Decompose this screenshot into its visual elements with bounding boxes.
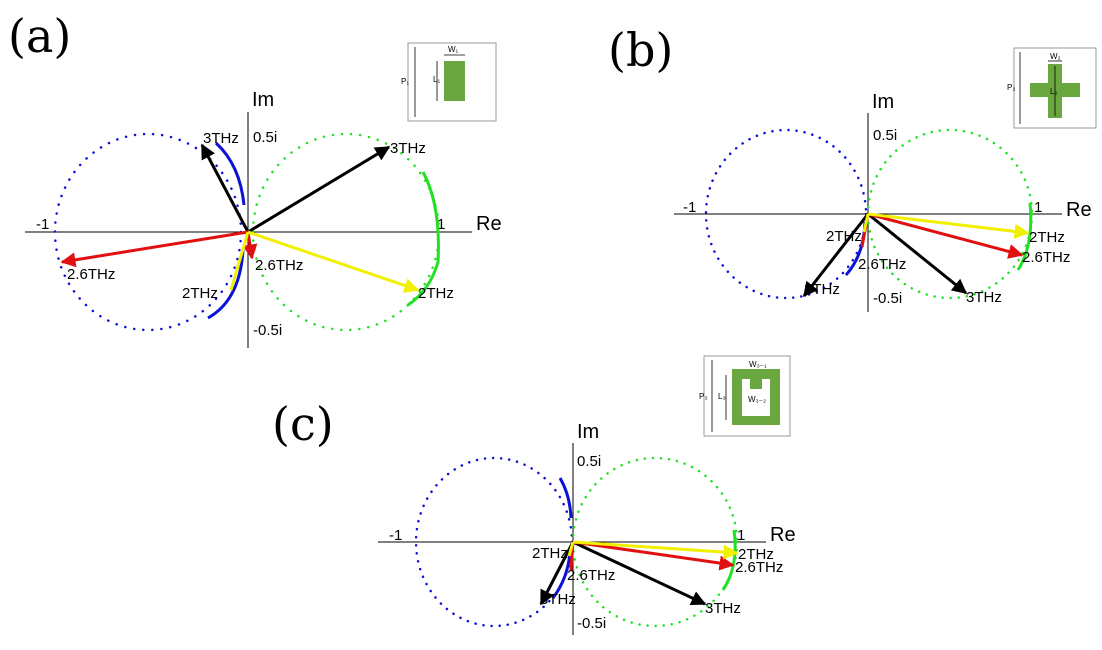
panel-a-frequency-labels: 3THz 3THz 2.6THz 2.6THz 2THz 2THz xyxy=(67,130,454,302)
panel-c-label: (c) xyxy=(272,397,334,451)
panel-a-tick-pos-real: 1 xyxy=(437,216,445,233)
panel-c-label-2thz-right: 2THz xyxy=(738,546,774,563)
panel-b-inset-p: P₂ xyxy=(1007,83,1015,92)
panel-b-label-2-6thz-center: 2.6THz xyxy=(858,256,906,273)
panel-c-vector-red-1 xyxy=(572,540,735,571)
panel-a-vector-black-2 xyxy=(247,145,391,234)
panel-b-vector-yellow-2 xyxy=(862,213,870,233)
panel-c-inset-l: L₃ xyxy=(718,392,726,401)
panel-b-tick-neg-real: -1 xyxy=(683,199,696,216)
panel-a-axis-x-name: Re xyxy=(476,213,502,235)
panel-a-unit-cell-inset: W₁ L₁ P₁ xyxy=(401,42,497,122)
panel-a-vectors xyxy=(60,143,420,293)
panel-c-tick-neg-real: -1 xyxy=(389,527,402,544)
panel-c-axis-y-name: Im xyxy=(577,421,599,443)
panel-c-split-ring-resonator xyxy=(732,369,780,425)
panel-c-axes: Re Im 1 -1 0.5i -0.5i xyxy=(378,421,796,635)
panel-b-unit-cell-inset: W₂ L₂ P₂ xyxy=(1007,47,1097,129)
panel-b-label-2-6thz-right: 2.6THz xyxy=(1022,249,1070,266)
panel-a-blue-solid-arc-lower xyxy=(207,249,245,320)
panel-a-label-2-6thz-center: 2.6THz xyxy=(255,257,303,274)
panel-c-vector-black-2 xyxy=(572,540,707,606)
panel-c: (c) Re Im 1 -1 0.5i -0.5i xyxy=(272,355,796,635)
panel-a-inset-p: P₁ xyxy=(401,77,409,86)
panel-b-label-3thz-left: 3THz xyxy=(804,281,840,298)
panel-c-label-2-6thz-right: 2.6THz xyxy=(735,559,783,576)
panel-a-label: (a) xyxy=(8,9,71,63)
panel-a-tick-neg-real: -1 xyxy=(36,216,49,233)
panel-c-tick-pos-real: 1 xyxy=(737,527,745,544)
panel-c-vector-yellow-2 xyxy=(567,541,575,557)
panel-c-blue-solid-arc-upper xyxy=(558,477,573,519)
panel-c-inset-w31: W₃₋₁ xyxy=(749,360,767,369)
panel-b-label-2thz-right: 2THz xyxy=(1029,229,1065,246)
panel-a-tick-neg-imag: -0.5i xyxy=(253,322,282,339)
panel-a-blue-solid-arc xyxy=(214,141,246,206)
panel-c-unit-cell-inset: W₃₋₁ W₃₋₂ L₃ P₃ xyxy=(699,355,791,437)
panel-a-green-solid-arc xyxy=(407,171,440,307)
panel-c-green-solid-arc xyxy=(721,529,737,591)
panel-a-inset-w: W₁ xyxy=(448,45,459,54)
panel-b-tick-neg-imag: -0.5i xyxy=(873,290,902,307)
panel-a-axis-y-name: Im xyxy=(252,89,274,111)
panel-c-tick-pos-imag: 0.5i xyxy=(577,453,601,470)
panel-b-vectors xyxy=(802,212,1030,298)
panel-a-label-3thz-left: 3THz xyxy=(203,130,239,147)
panel-a-tick-pos-imag: 0.5i xyxy=(253,129,277,146)
panel-c-label-3thz-right: 3THz xyxy=(705,600,741,617)
panel-a-vector-yellow-1 xyxy=(247,230,420,293)
panel-b-label-2thz-left: 2THz xyxy=(826,228,862,245)
panel-c-frequency-labels: 3THz 3THz 2.6THz 2.6THz 2THz 2THz xyxy=(532,545,783,617)
panel-b-green-solid-arc xyxy=(1016,202,1033,271)
panel-c-axis-x-name: Re xyxy=(770,524,796,546)
panel-c-inset-p: P₃ xyxy=(699,392,708,401)
panel-c-label-2-6thz-center: 2.6THz xyxy=(567,567,615,584)
panel-b-tick-pos-imag: 0.5i xyxy=(873,127,897,144)
panel-a: (a) Re Im 1 -1 0.5i -0.5i xyxy=(8,9,502,348)
panel-a-vector-yellow-2 xyxy=(229,231,250,291)
panel-b-vector-red-1 xyxy=(867,212,1024,259)
panel-b-vector-yellow-1 xyxy=(867,212,1030,239)
panel-b-axis-x-name: Re xyxy=(1066,199,1092,221)
panel-c-label-3thz-left: 3THz xyxy=(540,591,576,608)
panel-a-vector-black-1 xyxy=(200,143,250,233)
panel-b-axis-y-name: Im xyxy=(872,91,894,113)
panel-b-frequency-labels: 3THz 3THz 2.6THz 2.6THz 2THz 2THz xyxy=(804,228,1070,306)
panel-b-vector-black-1 xyxy=(802,213,870,298)
panel-c-blue-solid-arc-lower xyxy=(551,551,572,599)
panel-c-vectors xyxy=(539,540,739,606)
panel-a-rectangle-resonator xyxy=(444,61,465,101)
panel-a-label-2thz-right: 2THz xyxy=(418,285,454,302)
panel-b-axes: Re Im 1 -1 0.5i -0.5i xyxy=(674,91,1092,312)
panel-c-vector-yellow-1 xyxy=(572,540,739,560)
panel-a-label-2-6thz-left: 2.6THz xyxy=(67,266,115,283)
panel-a-inset-l: L₁ xyxy=(433,75,440,84)
panel-b-tick-pos-real: 1 xyxy=(1034,199,1042,216)
panel-a-label-2thz-left: 2THz xyxy=(182,285,218,302)
panel-b: (b) Re Im 1 -1 0.5i -0.5i 3TH xyxy=(608,23,1097,312)
panel-c-label-2thz-left: 2THz xyxy=(532,545,568,562)
panel-b-vector-black-2 xyxy=(867,212,968,295)
panel-b-inset-l: L₂ xyxy=(1050,87,1058,96)
panel-b-label-3thz-right: 3THz xyxy=(966,289,1002,306)
panel-c-inset-w32: W₃₋₂ xyxy=(748,395,766,404)
panel-a-vector-red-1 xyxy=(60,230,249,268)
panel-c-tick-neg-imag: -0.5i xyxy=(577,615,606,632)
panel-b-blue-dotted-locus xyxy=(704,128,868,300)
panel-b-label: (b) xyxy=(608,23,673,77)
panel-a-axes: Re Im 1 -1 0.5i -0.5i xyxy=(25,89,502,348)
panel-a-label-3thz-right: 3THz xyxy=(390,140,426,157)
panel-a-vector-red-2 xyxy=(242,231,258,260)
panel-c-vector-black-1 xyxy=(539,541,575,606)
panel-b-inset-w: W₂ xyxy=(1050,52,1061,61)
